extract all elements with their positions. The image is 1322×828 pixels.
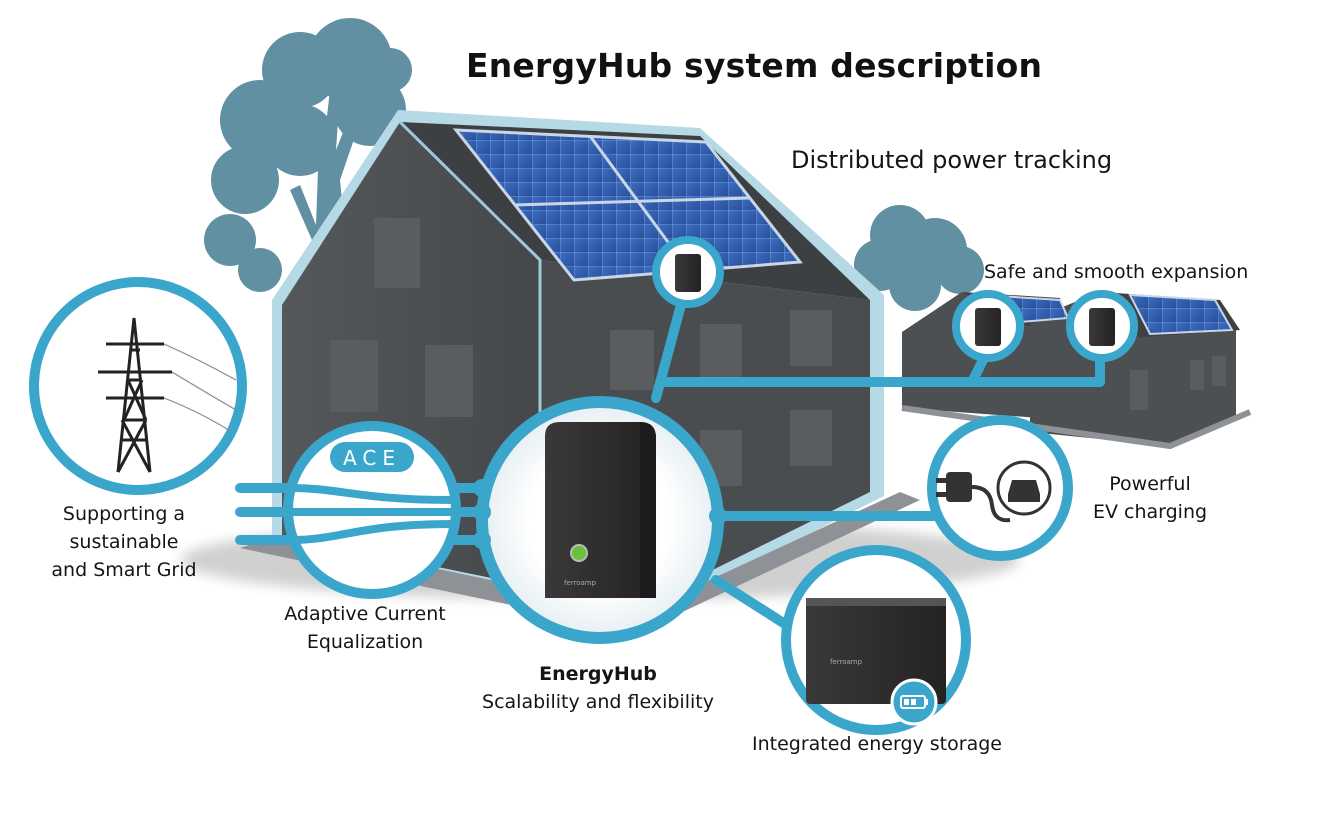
ace-circle [283,421,461,599]
label-energy-storage: Integrated energy storage [752,733,1002,755]
optimizer-device-icon [1066,290,1138,362]
label-safe-expansion: Safe and smooth expansion [984,261,1249,283]
ev-charging-circle [927,415,1073,561]
house-windows [330,218,832,486]
label-grid-line3: and Smart Grid [51,559,197,581]
optimizer-device-icon [952,290,1024,362]
battery-brand-logo: ferroamp [830,658,863,666]
label-ace-line2: Equalization [306,631,424,653]
label-ev-charging: Powerful EV charging [1082,470,1218,526]
label-grid-line2: sustainable [69,531,179,553]
car-icon [996,460,1052,516]
ace-badge: ACE [343,446,401,470]
label-hub-line2: Scalability and flexibility [482,691,714,713]
page-title: EnergyHub system description [466,46,1043,85]
optimizer-device-icon [652,236,724,308]
ev-plug-icon [936,472,1011,523]
label-smart-grid: Supporting a sustainable and Smart Grid [40,500,208,584]
label-grid-line1: Supporting a [62,503,186,525]
label-hub-line1: EnergyHub [539,663,657,685]
label-ev-line2: EV charging [1092,501,1208,523]
label-ace-line1: Adaptive Current [284,603,446,625]
energyhub-device-icon [473,396,727,644]
label-distributed-power-tracking: Distributed power tracking [791,146,1113,174]
battery-level-icon [890,678,938,726]
tree-icon [854,205,984,311]
label-ev-line1: Powerful [1109,473,1191,495]
label-energyhub: EnergyHub Scalability and flexibility [466,660,730,716]
hub-brand-logo: ferroamp [564,579,597,587]
battery-storage-icon [781,545,971,735]
label-ace: Adaptive Current Equalization [270,600,460,656]
power-tower-icon [29,277,247,495]
